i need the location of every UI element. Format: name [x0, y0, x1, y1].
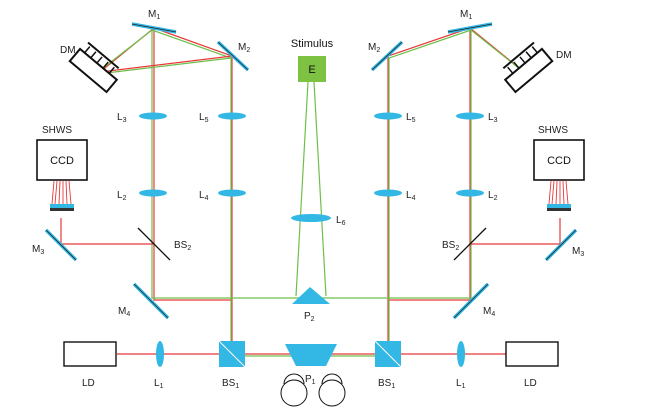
- label-shws-right: SHWS: [538, 125, 568, 136]
- label-m3-left: M3: [32, 244, 44, 256]
- right-eye-icon: [318, 373, 346, 407]
- label-l5-right: L5: [406, 112, 416, 124]
- label-ld-right: LD: [524, 378, 537, 389]
- lens-l1-right: [457, 341, 465, 367]
- deformable-mirror-left: [68, 41, 120, 94]
- lens-l2-left: [139, 189, 167, 197]
- label-m1-right: M1: [460, 9, 472, 21]
- label-m1-left: M1: [148, 9, 160, 21]
- stimulus-label: Stimulus: [291, 38, 334, 50]
- beam-splitter-bs2-right: [453, 227, 487, 261]
- mirrors: [44, 22, 578, 320]
- lenses: [139, 112, 484, 367]
- label-dm-left: DM: [60, 45, 76, 56]
- lens-l3-right: [456, 112, 484, 120]
- label-bs2-right: BS2: [442, 240, 459, 252]
- cube-beam-splitter-bs1-right: [374, 340, 402, 368]
- label-l2-right: L2: [488, 190, 498, 202]
- label-p2: P2: [304, 311, 315, 323]
- label-m2-left: M2: [238, 42, 250, 54]
- beam-splitter-bs2-left: [137, 227, 171, 261]
- stimulus-beam-left: [295, 81, 309, 297]
- label-l1-right: L1: [456, 378, 466, 390]
- stimulus-letter: E: [308, 64, 315, 76]
- lens-l4-left: [218, 189, 246, 197]
- lens-l2-right: [456, 189, 484, 197]
- label-l3-left: L3: [117, 112, 127, 124]
- prism-p1: [285, 344, 337, 366]
- stimulus-beam-right: [313, 81, 327, 297]
- label-l2-left: L2: [117, 190, 127, 202]
- left-eye-icon: [280, 373, 308, 407]
- laser-diode-right: [505, 341, 559, 367]
- cube-beam-splitter-bs1-left: [218, 340, 246, 368]
- lens-l3-left: [139, 112, 167, 120]
- stimulus-display: [298, 56, 326, 82]
- label-p1: P1: [305, 374, 316, 386]
- label-l4-left: L4: [199, 190, 209, 202]
- label-bs1-right: BS1: [378, 378, 395, 390]
- label-l6: L6: [336, 215, 346, 227]
- shws-left: [36, 139, 88, 211]
- label-shws-left: SHWS: [42, 125, 72, 136]
- label-ld-left: LD: [82, 378, 95, 389]
- deformable-mirror-right: [502, 41, 554, 94]
- label-l4-right: L4: [406, 190, 416, 202]
- label-l1-left: L1: [154, 378, 164, 390]
- label-l3-right: L3: [488, 112, 498, 124]
- label-m4-left: M4: [118, 306, 130, 318]
- left-shws-beam: [60, 218, 154, 245]
- label-m3-right: M3: [572, 246, 584, 258]
- label-m2-right: M2: [368, 42, 380, 54]
- ccd-box-left: [36, 139, 88, 181]
- lens-l5-right: [374, 112, 402, 120]
- label-bs2-left: BS2: [174, 240, 191, 252]
- lens-l6: [291, 214, 331, 222]
- label-bs1-left: BS1: [222, 378, 239, 390]
- left-dm-beam-green: [97, 29, 153, 73]
- prism-p2: [292, 287, 330, 304]
- laser-diode-left: [63, 341, 117, 367]
- label-dm-right: DM: [556, 50, 572, 61]
- label-ccd-left: CCD: [50, 155, 74, 167]
- ccd-box-right: [533, 139, 585, 181]
- lens-l1-left: [156, 341, 164, 367]
- left-dm-beam-red-2: [99, 55, 233, 73]
- label-ccd-right: CCD: [547, 155, 571, 167]
- lens-l4-right: [374, 189, 402, 197]
- left-red-beam: [117, 27, 233, 355]
- shws-right: [533, 139, 585, 211]
- eyes: [280, 373, 346, 407]
- label-m4-right: M4: [483, 306, 495, 318]
- lens-l5-left: [218, 112, 246, 120]
- left-dm-beam-green-2: [97, 57, 232, 75]
- label-l5-left: L5: [199, 112, 209, 124]
